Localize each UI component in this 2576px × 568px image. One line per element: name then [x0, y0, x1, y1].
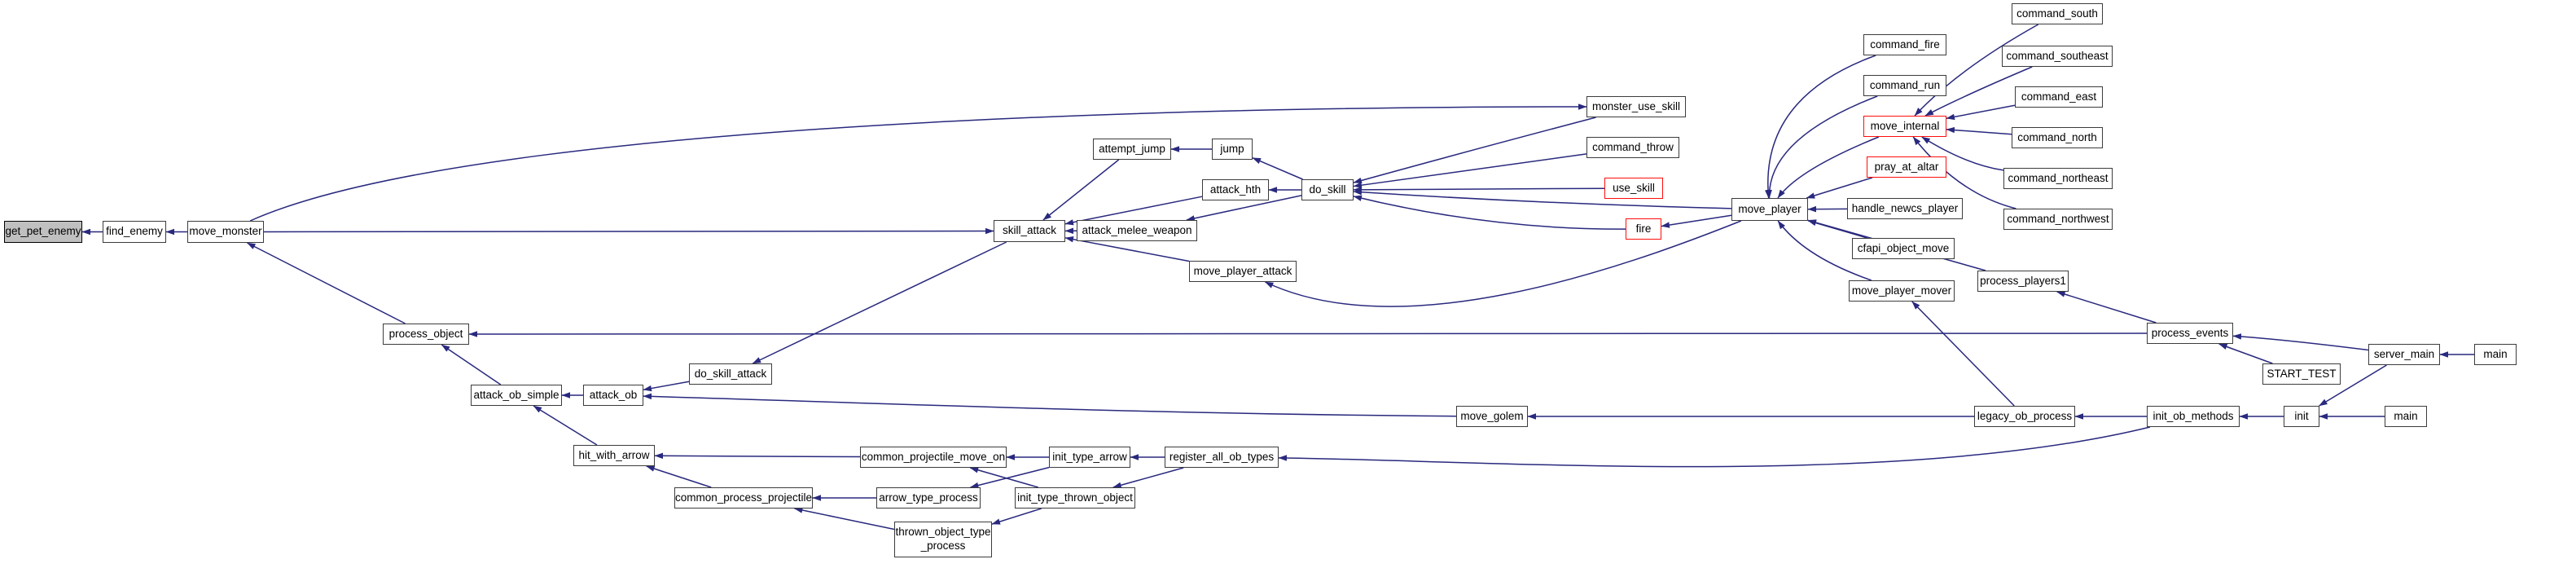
edge-do_skill_attack-attack_ob	[643, 381, 690, 392]
edge-process_events-process_object	[468, 331, 2148, 337]
node-process_object[interactable]: process_object	[383, 324, 469, 345]
node-init_type_arrow[interactable]: init_type_arrow	[1049, 447, 1130, 468]
edge-command_southeast-move_internal	[1924, 66, 2033, 117]
edge-init_ob_methods-register_all_ob_types	[1278, 426, 2151, 468]
edge-attack_hth-skill_attack	[1064, 196, 1203, 226]
node-common_process_projectile[interactable]: common_process_projectile	[674, 487, 813, 509]
edge-do_skill-jump	[1252, 156, 1303, 180]
edge-pray_at_altar-move_player	[1806, 177, 1873, 199]
node-move_golem[interactable]: move_golem	[1456, 406, 1528, 427]
node-monster_use_skill[interactable]: monster_use_skill	[1586, 96, 1686, 117]
node-get_pet_enemy: get_pet_enemy	[4, 221, 82, 243]
node-move_player_mover[interactable]: move_player_mover	[1849, 280, 1955, 302]
edge-command_south-move_internal	[1914, 24, 2039, 117]
edge-command_run-move_player	[1766, 95, 1878, 199]
node-thrown_object_type_process[interactable]: thrown_object_type _process	[894, 522, 992, 557]
edge-move_monster-skill_attack	[263, 227, 994, 235]
node-handle_newcs_player[interactable]: handle_newcs_player	[1847, 198, 1963, 219]
edge-common_process_projectile-hit_with_arrow	[646, 465, 712, 488]
node-process_events[interactable]: process_events	[2147, 323, 2233, 344]
edge-fire-do_skill	[1353, 195, 1626, 230]
node-move_internal[interactable]: move_internal	[1863, 116, 1946, 137]
edge-move_player_mover-move_player	[1777, 220, 1872, 281]
edge-server_main-init	[2319, 364, 2387, 407]
node-command_southeast[interactable]: command_southeast	[2002, 46, 2113, 67]
node-command_northwest[interactable]: command_northwest	[2003, 209, 2113, 230]
edge-process_object-move_monster	[247, 242, 406, 324]
edge-process_events-process_players1	[2056, 291, 2157, 324]
edge-init_type_thrown_object-thrown_object_type_process	[991, 508, 1042, 525]
edge-move_player-do_skill	[1353, 189, 1732, 209]
edge-command_throw-do_skill	[1353, 153, 1587, 188]
node-command_east[interactable]: command_east	[2015, 86, 2103, 108]
node-START_TEST[interactable]: START_TEST	[2262, 363, 2341, 385]
edge-skill_attack-do_skill_attack	[752, 241, 1007, 364]
node-main_1[interactable]: main	[2474, 344, 2517, 365]
edge-init_type_arrow-arrow_type_process	[969, 466, 1050, 489]
node-attack_hth[interactable]: attack_hth	[1202, 179, 1269, 200]
node-common_projectile_move_on[interactable]: common_projectile_move_on	[860, 447, 1007, 468]
node-pray_at_altar[interactable]: pray_at_altar	[1867, 156, 1946, 178]
edge-move_player-fire	[1661, 214, 1732, 228]
edge-register_all_ob_types-init_type_thrown_object	[1112, 467, 1184, 488]
edge-command_east-move_internal	[1946, 104, 2016, 121]
node-init[interactable]: init	[2284, 406, 2319, 427]
edge-command_fire-move_player	[1764, 55, 1876, 199]
node-command_throw[interactable]: command_throw	[1586, 137, 1679, 158]
edge-hit_with_arrow-attack_ob_simple	[533, 405, 598, 446]
edge-move_monster-monster_use_skill	[249, 103, 1587, 222]
edge-move_internal-move_player	[1777, 136, 1880, 199]
edge-attempt_jump-skill_attack	[1042, 159, 1120, 221]
node-find_enemy[interactable]: find_enemy	[103, 221, 166, 243]
edge-move_player-move_player_attack	[1264, 220, 1742, 307]
node-command_run[interactable]: command_run	[1863, 75, 1946, 96]
edge-attack_ob_simple-process_object	[441, 344, 502, 385]
edge-move_golem-attack_ob	[643, 393, 1457, 417]
node-move_monster[interactable]: move_monster	[187, 221, 264, 243]
node-process_players1[interactable]: process_players1	[1977, 271, 2069, 292]
node-command_fire[interactable]: command_fire	[1863, 34, 1946, 55]
node-attempt_jump[interactable]: attempt_jump	[1093, 139, 1171, 160]
node-move_player_attack[interactable]: move_player_attack	[1189, 261, 1297, 282]
edge-use_skill-do_skill	[1353, 187, 1605, 193]
node-jump[interactable]: jump	[1212, 139, 1253, 160]
node-do_skill_attack[interactable]: do_skill_attack	[689, 363, 772, 385]
node-use_skill[interactable]: use_skill	[1604, 178, 1663, 199]
node-command_northeast[interactable]: command_northeast	[2003, 168, 2113, 189]
edge-legacy_ob_process-move_player_mover	[1911, 301, 2015, 407]
node-arrow_type_process[interactable]: arrow_type_process	[876, 487, 981, 509]
edge-command_north-move_internal	[1946, 126, 2012, 135]
edge-server_main-process_events	[2232, 333, 2369, 351]
edge-move_player_attack-skill_attack	[1064, 236, 1190, 262]
edge-START_TEST-process_events	[2218, 343, 2273, 364]
node-attack_ob[interactable]: attack_ob	[583, 385, 643, 406]
node-attack_melee_weapon[interactable]: attack_melee_weapon	[1077, 220, 1197, 241]
edge-command_northwest-move_internal	[1912, 136, 2016, 209]
node-legacy_ob_process[interactable]: legacy_ob_process	[1974, 406, 2075, 427]
edge-init_type_thrown_object-common_projectile_move_on	[969, 467, 1038, 488]
node-server_main[interactable]: server_main	[2368, 344, 2440, 365]
node-init_ob_methods[interactable]: init_ob_methods	[2147, 406, 2240, 427]
node-command_south[interactable]: command_south	[2012, 3, 2103, 24]
node-hit_with_arrow[interactable]: hit_with_arrow	[573, 445, 655, 466]
node-cfapi_object_move[interactable]: cfapi_object_move	[1852, 238, 1955, 259]
edge-do_skill-attack_melee_weapon	[1186, 195, 1302, 222]
node-attack_ob_simple[interactable]: attack_ob_simple	[471, 385, 562, 406]
node-move_player[interactable]: move_player	[1731, 198, 1808, 221]
node-command_north[interactable]: command_north	[2012, 127, 2103, 148]
edge-monster_use_skill-do_skill	[1353, 117, 1596, 184]
node-fire[interactable]: fire	[1626, 218, 1661, 240]
node-register_all_ob_types[interactable]: register_all_ob_types	[1165, 447, 1279, 468]
edge-command_northeast-move_internal	[1921, 136, 2004, 171]
node-init_type_thrown_object[interactable]: init_type_thrown_object	[1015, 487, 1135, 509]
node-main_2[interactable]: main	[2385, 406, 2427, 427]
node-skill_attack[interactable]: skill_attack	[994, 220, 1065, 242]
edge-thrown_object_type_process-common_process_projectile	[793, 507, 895, 531]
node-do_skill[interactable]: do_skill	[1301, 179, 1354, 200]
